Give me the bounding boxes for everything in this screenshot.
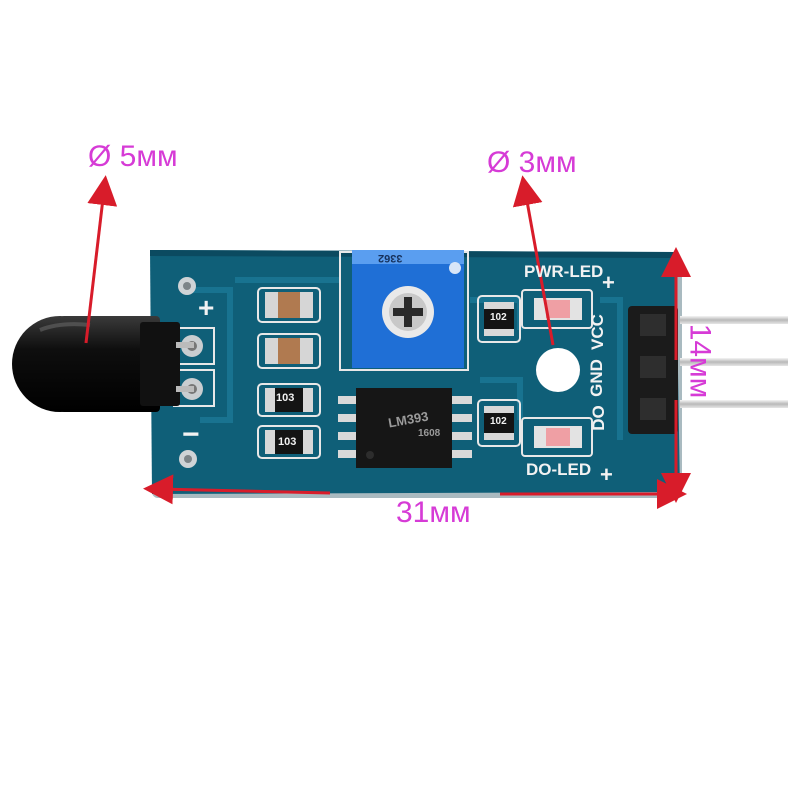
left-pads: [173, 277, 215, 468]
resistor-102-a: [477, 295, 521, 343]
resistor-c-label: 102: [490, 312, 507, 323]
pwr-led-plus: +: [602, 270, 615, 295]
flame-sensor-diameter: Ø 5мм: [88, 140, 178, 173]
header-pin-icon: [628, 306, 788, 434]
board-length: 31мм: [396, 496, 471, 529]
plus-label: +: [198, 292, 215, 323]
resistor-d-label: 102: [490, 416, 507, 427]
led-diameter: Ø 3мм: [487, 146, 577, 179]
pin-vcc-label: VCC: [587, 314, 607, 350]
pin-gnd-label: GND: [586, 359, 606, 397]
chip-code: 1608: [418, 428, 441, 439]
resistor-103-a: [257, 383, 321, 417]
resistor-102-b: [477, 399, 521, 447]
do-led-plus: +: [600, 462, 613, 487]
pin-do-label: DO: [588, 405, 608, 431]
do-led-label: DO-LED: [526, 460, 592, 479]
mounting-hole: [536, 348, 580, 392]
lm393-chip: [338, 388, 472, 468]
resistor-a-label: 103: [276, 392, 295, 404]
trimpot-icon: [339, 250, 469, 371]
resistor-b-label: 103: [278, 436, 297, 448]
resistor-103-b: [257, 425, 321, 459]
do-led: [521, 417, 593, 457]
board-width: 14мм: [683, 323, 717, 399]
pwr-led-label: PWR-LED: [524, 262, 604, 281]
trimpot-code: 3362: [378, 252, 403, 264]
minus-label: −: [182, 418, 200, 451]
capacitor-1: [257, 287, 321, 323]
flame-sensor-icon: [12, 316, 194, 412]
capacitor-2: [257, 333, 321, 369]
dimension-arrows: [84, 175, 691, 509]
